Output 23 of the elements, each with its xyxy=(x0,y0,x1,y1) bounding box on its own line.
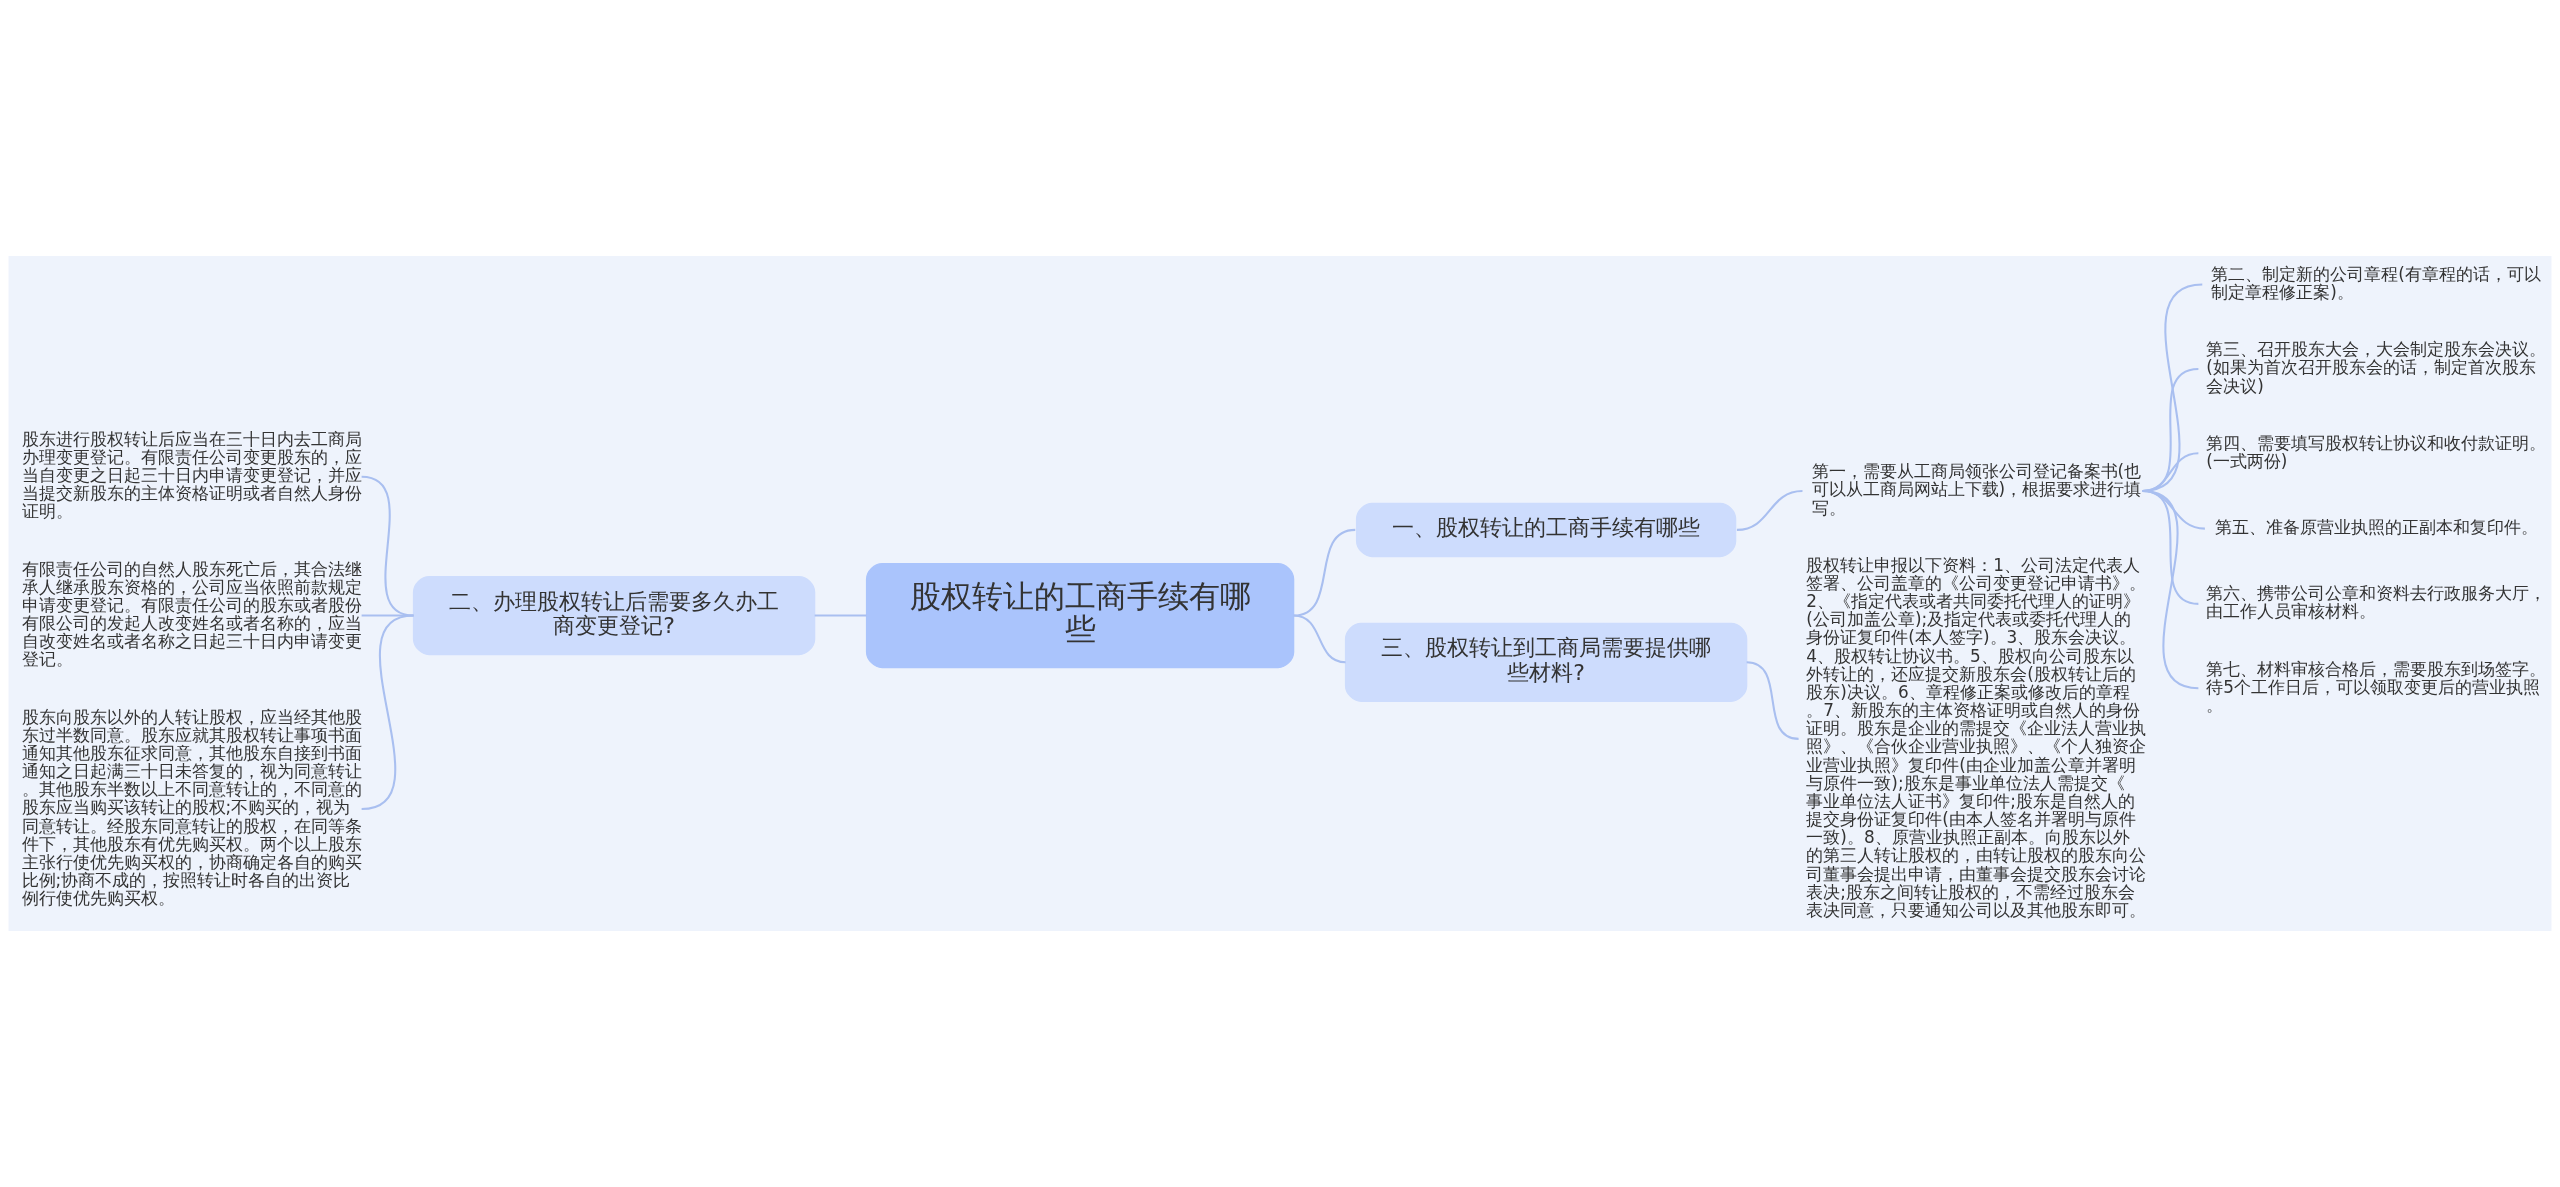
node-text: 第五、准备原营业执照的正副本和复印件。 xyxy=(2214,517,2538,538)
node-text: 股权转让申报以下资料：1、公司法定代表人签署、公司盖章的《公司变更登记申请书》。2、《指定代表或者共同委托代理人的证明》(公司加盖公章);及指定代表或委托代理人的身份证复印件(本人签字)。3、股东会决议。4、股权转让协议书。5、股权向公司股东以外转让的，还应提交新股东会(股权转让后的股东)决议。6、章程修正案或修改后的章程。7、新股东的主体资格证明或自然人的身份证明。股东是企业的需提交《企业法人营业执照》、《合伙企业营业执照》、《个人独资企业营业执照》复印件(由企业加盖公章并署明与原件一致);股东是事业单位法人需提交《事业单位法人证书》复印件;股东是自然人的提交身份证复印件(由本人签名并署明与原件一致)。8、原营业执照正副本。向股东以外的第三人转让股权的，由转让股权的股东向公司董事会提出申请，由董事会提交股东会讨论表决;股东之间转让股权的，不需经过股东会表决同意，只要通知公司以及其他股东即可。 xyxy=(1806,554,2147,920)
node-box: 二、办理股权转让后需要多久办工商变更登记? xyxy=(412,576,816,656)
node-text: 股东进行股权转让后应当在三十日内去工商局办理变更登记。有限责任公司变更股东的，应当自变更之日起三十日内申请变更登记，并应当提交新股东的主体资格证明或者自然人身份证明。 xyxy=(21,428,362,522)
node-box: 股权转让的工商手续有哪些 xyxy=(865,563,1295,669)
connector xyxy=(1736,489,1803,531)
node-text: 股东向股东以外的人转让股权，应当经其他股东过半数同意。股东应就其股权转让事项书面通知其他股东征求同意，其他股东自接到书面通知之日起满三十日未答复的，视为同意转让。其他股东半数以上不同意转让的，不同意的股东应当购买该转让的股权;不购买的，视为同意转让。经股东同意转让的股权，在同等条件下，其他股东有优先购买权。两个以上股东主张行使优先购买权的，协商确定各自的购买比例;协商不成的，按照转让时各自的出资比例行使优先购买权。 xyxy=(21,706,362,909)
connector xyxy=(361,475,414,617)
connector xyxy=(1746,661,1799,740)
connector xyxy=(814,614,867,617)
connector xyxy=(361,614,414,810)
node-box: 三、股权转让到工商局需要提供哪些材料? xyxy=(1344,622,1748,702)
node-text: 第四、需要填写股权转让协议和收付款证明。(一式两份) xyxy=(2206,432,2547,471)
node-text: 第六、携带公司公章和资料去行政服务大厅，由工作人员审核材料。 xyxy=(2206,583,2547,622)
connector xyxy=(2142,489,2199,690)
node-text: 第二、制定新的公司章程(有章程的话，可以制定章程修正案)。 xyxy=(2211,263,2541,303)
node-text: 有限责任公司的自然人股东死亡后，其合法继承人继承股东资格的，公司应当依照前款规定申请变更登记。有限责任公司的股东或者股份有限公司的发起人改变姓名或者名称的，应当自改变姓名或者名称之日起三十日内申请变更登记。 xyxy=(21,558,362,670)
node-text: 第三、召开股东大会，大会制定股东会决议。(如果为首次召开股东会的话，制定首次股东会决议) xyxy=(2206,339,2547,396)
connector xyxy=(1293,528,1356,617)
node-box: 一、股权转让的工商手续有哪些 xyxy=(1355,502,1737,558)
node-text: 第一，需要从工商局领张公司登记备案书(也可以从工商局网站上下载)，根据要求进行填写。 xyxy=(1811,461,2142,518)
connector xyxy=(1293,614,1346,664)
node-text: 第七、材料审核合格后，需要股东到场签字。待5个工作日后，可以领取变更后的营业执照。 xyxy=(2206,658,2547,715)
